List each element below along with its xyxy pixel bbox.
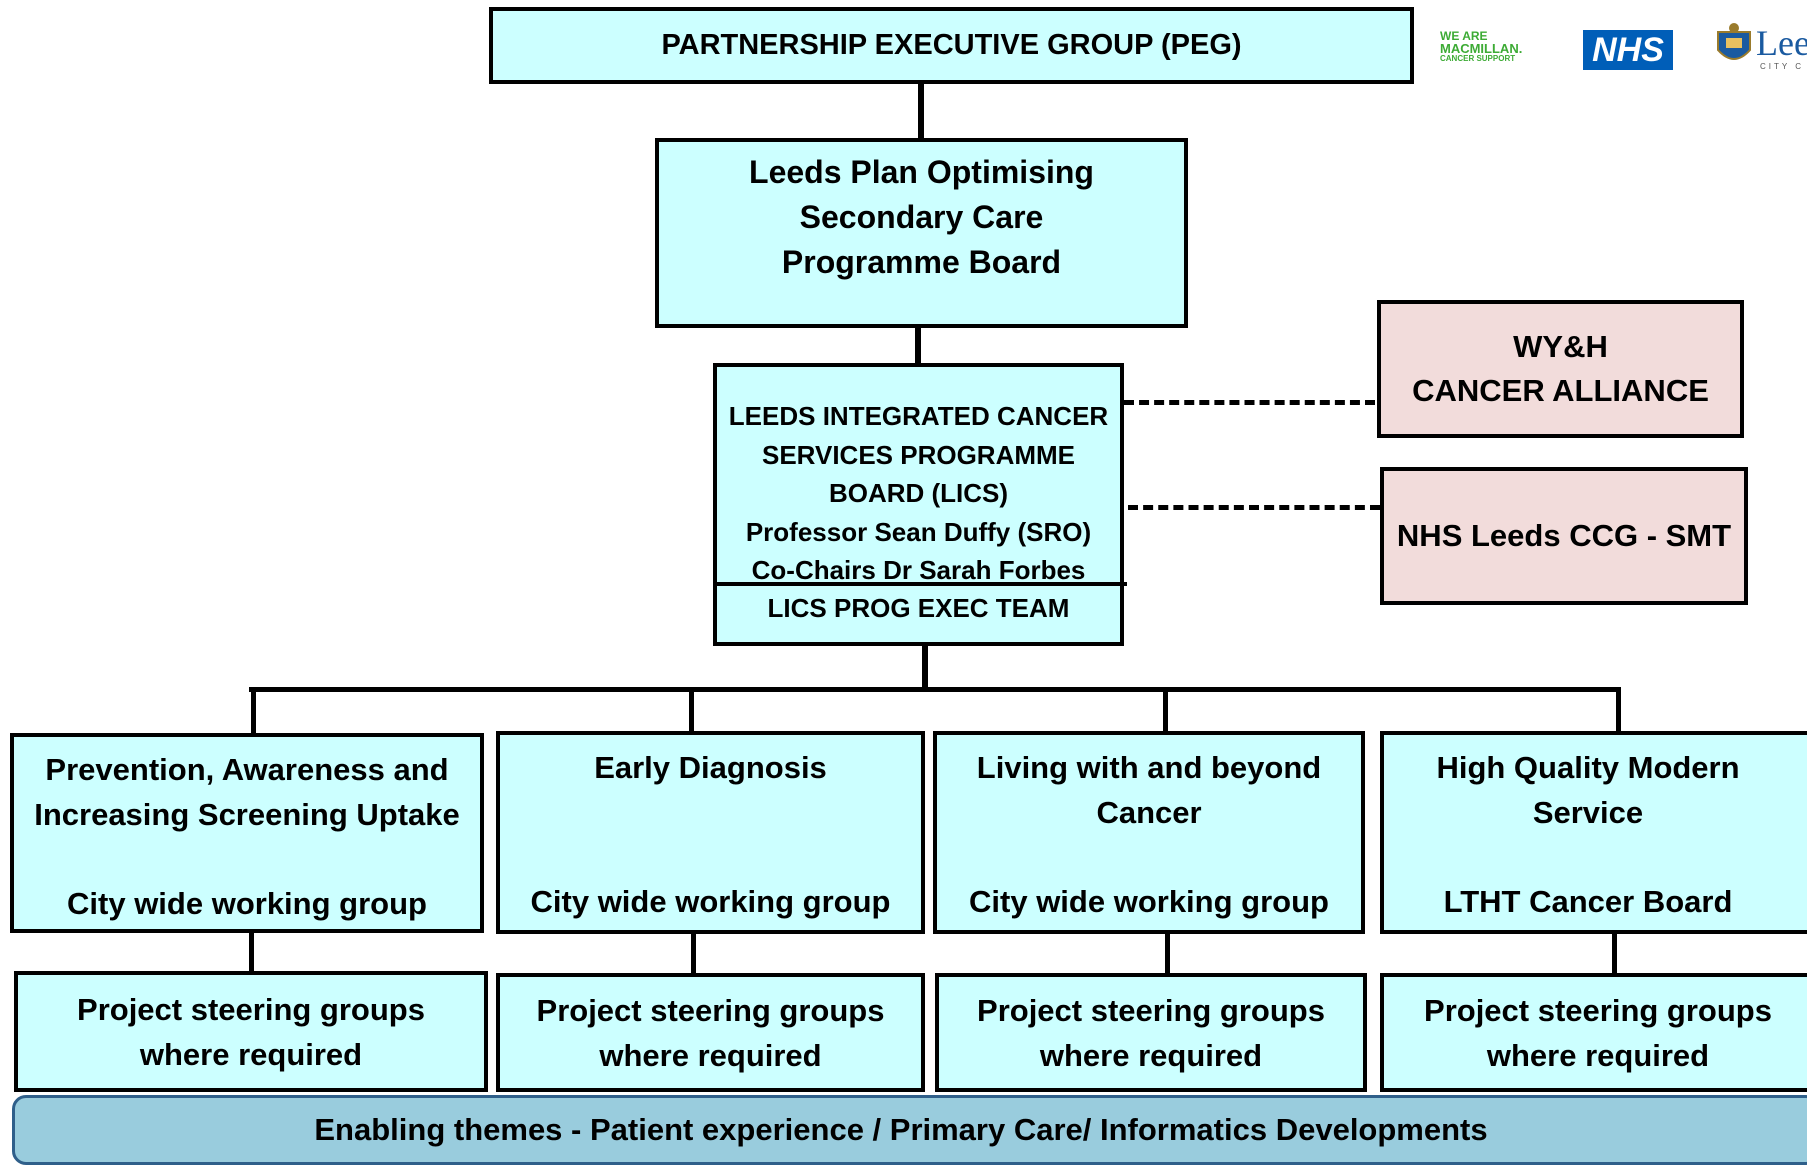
workstream-title: Increasing Screening Uptake [34, 797, 460, 832]
connector-steer-1 [249, 930, 254, 974]
steering-line: where required [1039, 1037, 1263, 1073]
steering-line: Project steering groups [536, 992, 885, 1028]
ccg-box: NHS Leeds CCG - SMT [1380, 467, 1748, 605]
macmillan-logo-line2: MACMILLAN. [1440, 41, 1523, 56]
leeds-city-council-logo: Lee CITY C [1712, 22, 1807, 72]
steering-box-3: Project steering groups where required [935, 973, 1367, 1092]
connector-board-lics [915, 325, 921, 366]
connector-drop-4 [1616, 689, 1621, 731]
lics-exec-team: LICS PROG EXEC TEAM [767, 593, 1070, 623]
leeds-logo-subtext: CITY C [1760, 62, 1805, 71]
connector-steer-3 [1165, 930, 1170, 974]
lics-line: BOARD (LICS) [828, 478, 1009, 508]
connector-drop-1 [251, 689, 256, 734]
enabling-themes-text: Enabling themes - Patient experience / P… [314, 1112, 1488, 1147]
programme-board-line: Leeds Plan Optimising [749, 154, 1094, 190]
workstream-title: High Quality Modern [1436, 750, 1740, 785]
dashed-link-alliance [1124, 400, 1375, 405]
workstream-box-early-diagnosis: Early Diagnosis City wide working group [496, 731, 925, 934]
macmillan-logo: WE ARE MACMILLAN. CANCER SUPPORT [1440, 30, 1540, 72]
workstream-group: LTHT Cancer Board [1443, 884, 1733, 919]
alliance-line: CANCER ALLIANCE [1412, 373, 1709, 408]
workstream-box-prevention: Prevention, Awareness and Increasing Scr… [10, 733, 484, 933]
macmillan-logo-line3: CANCER SUPPORT [1440, 54, 1516, 63]
connector-peg-board [918, 81, 924, 141]
lics-line: Co-Chairs Dr Sarah Forbes [751, 555, 1086, 585]
steering-box-4: Project steering groups where required [1380, 973, 1807, 1092]
steering-line: Project steering groups [977, 992, 1325, 1028]
workstream-box-high-quality-service: High Quality Modern Service LTHT Cancer … [1380, 731, 1807, 934]
leeds-logo-text: Lee [1756, 23, 1807, 63]
peg-box: PARTNERSHIP EXECUTIVE GROUP (PEG) [489, 7, 1414, 84]
workstream-title: Living with and beyond [976, 750, 1322, 785]
lics-box: LEEDS INTEGRATED CANCER SERVICES PROGRAM… [713, 363, 1127, 646]
programme-board-line: Programme Board [781, 244, 1062, 280]
steering-line: Project steering groups [77, 991, 425, 1027]
leeds-crest-icon [1717, 23, 1751, 60]
programme-board-box: Leeds Plan Optimising Secondary Care Pro… [655, 138, 1188, 328]
workstream-title: Service [1532, 795, 1644, 830]
connector-steer-4 [1612, 930, 1617, 974]
programme-board-line: Secondary Care [799, 199, 1044, 235]
cancer-alliance-box: WY&H CANCER ALLIANCE [1377, 300, 1744, 438]
connector-drop-2 [689, 689, 694, 731]
steering-line: where required [1486, 1037, 1710, 1073]
nhs-logo-text: NHS [1592, 31, 1664, 69]
lics-line: Professor Sean Duffy (SRO) [745, 516, 1092, 547]
lics-line: SERVICES PROGRAMME [761, 439, 1075, 470]
steering-line: where required [139, 1036, 363, 1072]
lics-line: LEEDS INTEGRATED CANCER [728, 401, 1109, 431]
workstream-group: City wide working group [67, 886, 427, 921]
dashed-link-ccg [1128, 505, 1380, 510]
macmillan-logo-line1: WE ARE [1440, 29, 1488, 43]
steering-box-1: Project steering groups where required [14, 971, 488, 1092]
workstream-box-living-with-cancer: Living with and beyond Cancer City wide … [933, 731, 1365, 934]
workstream-group: City wide working group [530, 884, 891, 919]
steering-line: where required [599, 1037, 822, 1073]
lics-divider [713, 582, 1127, 586]
connector-steer-2 [691, 930, 696, 974]
steering-line: Project steering groups [1424, 992, 1772, 1028]
workstream-title: Early Diagnosis [594, 750, 827, 785]
connector-drop-3 [1163, 689, 1168, 731]
connector-lics-trunk [922, 643, 928, 690]
ccg-title: NHS Leeds CCG - SMT [1396, 518, 1732, 553]
alliance-line: WY&H [1513, 329, 1608, 364]
peg-title: PARTNERSHIP EXECUTIVE GROUP (PEG) [661, 29, 1242, 61]
nhs-logo: NHS [1583, 30, 1673, 70]
workstream-group: City wide working group [969, 884, 1329, 919]
workstream-title: Cancer [1096, 795, 1202, 830]
steering-box-2: Project steering groups where required [496, 973, 925, 1092]
connector-horizontal-bus [249, 687, 1621, 692]
workstream-title: Prevention, Awareness and [45, 752, 449, 787]
